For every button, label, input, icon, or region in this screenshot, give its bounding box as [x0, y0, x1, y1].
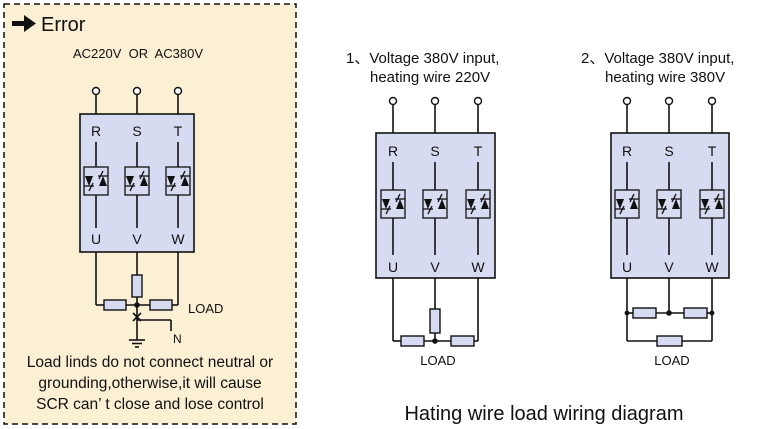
load-resistor	[400, 335, 425, 347]
right-arrow-icon	[12, 15, 36, 32]
diagram-1-phase-s: S	[430, 143, 439, 159]
terminal-t	[707, 96, 717, 106]
diagram-2-title-line-1: 2、Voltage 380V input,	[581, 50, 734, 67]
terminal-s	[664, 96, 674, 106]
scr-icon	[656, 189, 682, 219]
error-title: Error	[41, 14, 86, 36]
diagram-2-title-line-2: heating wire 380V	[605, 69, 725, 86]
scr-icon	[165, 166, 191, 196]
scr-icon	[124, 166, 150, 196]
diagram-2: 2、Voltage 380V input, heating wire 380V …	[581, 50, 734, 368]
diagram-1-output-w: W	[471, 259, 485, 275]
load-resistor	[103, 299, 127, 311]
diagram-1-title-line-2: heating wire 220V	[370, 69, 490, 86]
error-phase-s: S	[132, 123, 141, 139]
terminal-r	[622, 96, 632, 106]
diagram-2-scr-module	[610, 132, 730, 279]
terminal-s	[430, 96, 440, 106]
diagram-1-output-v: V	[430, 259, 440, 275]
diagram-caption: Hating wire load wiring diagram	[404, 403, 683, 425]
junction-point	[709, 310, 715, 316]
scr-icon	[465, 189, 491, 219]
star-point	[432, 338, 438, 344]
diagram-2-output-u: U	[622, 259, 632, 275]
terminal-s	[132, 86, 142, 96]
diagram-1: 1、Voltage 380V input, heating wire 220V …	[346, 50, 499, 368]
diagram-1-phase-t: T	[474, 143, 483, 159]
error-note-line-1: Load linds do not connect neutral or	[27, 354, 273, 371]
error-note-line-2: grounding,otherwise,it will cause	[38, 375, 261, 392]
diagram-2-output-v: V	[664, 259, 674, 275]
scr-icon	[83, 166, 109, 196]
diagram-2-phase-r: R	[622, 143, 632, 159]
diagram-2-load-label: LOAD	[654, 353, 689, 368]
load-resistor	[429, 308, 441, 334]
diagram-1-output-u: U	[388, 259, 398, 275]
scr-icon	[422, 189, 448, 219]
terminal-r	[91, 86, 101, 96]
terminal-r	[388, 96, 398, 106]
error-output-w: W	[171, 231, 185, 247]
diagram-1-load-label: LOAD	[420, 353, 455, 368]
ground-icon	[129, 339, 145, 348]
diagram-2-output-w: W	[705, 259, 719, 275]
diagram-2-phase-t: T	[708, 143, 717, 159]
diagram-2-phase-s: S	[664, 143, 673, 159]
diagram-1-star-load	[392, 278, 479, 347]
error-note-line-3: SCR can’ t close and lose control	[36, 396, 264, 413]
error-supply-label: AC220V OR AC380V	[73, 46, 203, 61]
load-resistor	[131, 274, 143, 298]
error-output-v: V	[132, 231, 142, 247]
load-resistor	[656, 335, 683, 347]
error-input-terminals	[91, 86, 183, 114]
junction-point	[624, 310, 630, 316]
load-resistor	[149, 299, 173, 311]
terminal-t	[473, 96, 483, 106]
load-resistor	[450, 335, 475, 347]
error-phase-r: R	[91, 123, 101, 139]
error-neutral-label: N	[173, 332, 182, 346]
diagram-2-delta-load	[624, 278, 715, 347]
error-panel: Error AC220V OR AC380V R S T	[3, 3, 297, 425]
scr-icon	[380, 189, 406, 219]
junction-point	[666, 310, 672, 316]
diagram-1-title-line-1: 1、Voltage 380V input,	[346, 50, 499, 67]
scr-icon	[614, 189, 640, 219]
load-resistor	[683, 307, 708, 319]
error-load-wiring	[95, 252, 179, 340]
load-resistor	[632, 307, 657, 319]
scr-icon	[699, 189, 725, 219]
terminal-t	[173, 86, 183, 96]
error-load-label: LOAD	[188, 301, 223, 316]
error-output-u: U	[91, 231, 101, 247]
diagram-1-phase-r: R	[388, 143, 398, 159]
error-phase-t: T	[174, 123, 183, 139]
